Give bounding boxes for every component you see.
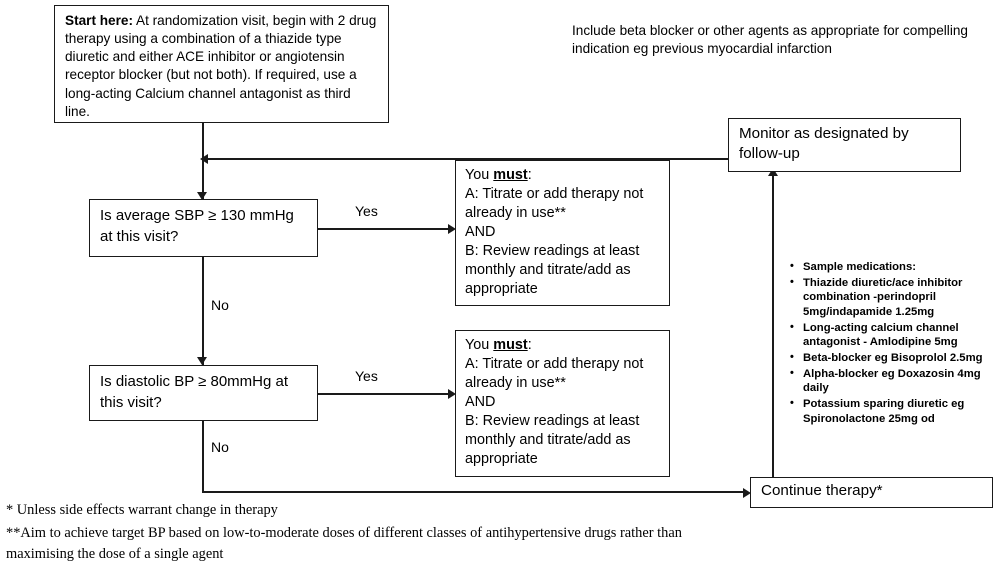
connector-decision2-no-vertical	[202, 421, 204, 493]
must1-heading-emphasis: must	[493, 167, 528, 183]
continue-box-text: Continue therapy*	[761, 482, 883, 499]
must2-heading: You must:	[465, 336, 662, 355]
must2-heading-suffix: :	[527, 337, 532, 353]
start-box-text: At randomization visit, begin with 2 dru…	[65, 13, 377, 119]
decision1-text: Is average SBP ≥ 130 mmHg at this visit?	[100, 207, 294, 246]
list-item: Potassium sparing diuretic eg Spironolac…	[790, 396, 992, 426]
footnotes: * Unless side effects warrant change in …	[6, 500, 736, 567]
connector-decision1-no	[202, 257, 204, 365]
must2-heading-prefix: You	[465, 337, 494, 353]
arrowhead-decision1-no	[197, 357, 207, 365]
must1-line-a: A: Titrate or add therapy not already in…	[465, 186, 644, 222]
arrowhead-no-to-continue	[743, 488, 751, 498]
monitor-box-text: Monitor as designated by follow-up	[739, 125, 909, 163]
footnote-double-star: **Aim to achieve target BP based on low-…	[6, 525, 682, 562]
connector-decision1-yes	[318, 228, 452, 230]
must1-heading-prefix: You	[465, 167, 494, 183]
decision-box-dbp: Is diastolic BP ≥ 80mmHg at this visit?	[89, 365, 318, 421]
sample-medications-list: Sample medications: Thiazide diuretic/ac…	[786, 259, 992, 427]
monitor-box: Monitor as designated by follow-up	[728, 118, 961, 172]
list-item: Alpha-blocker eg Doxazosin 4mg daily	[790, 366, 992, 396]
connector-continue-to-monitor	[772, 174, 774, 478]
connector-decision2-no-horizontal	[202, 491, 747, 493]
must1-heading: You must:	[465, 166, 662, 185]
list-item: Long-acting calcium channel antagonist -…	[790, 320, 992, 350]
top-note-text: Include beta blocker or other agents as …	[572, 23, 968, 57]
arrowhead-monitor-to-trunk	[200, 154, 208, 164]
edge-label-decision1-no: No	[208, 297, 232, 313]
arrowhead-start-to-decision1	[197, 192, 207, 200]
arrowhead-decision2-yes	[448, 389, 456, 399]
continue-therapy-box: Continue therapy*	[750, 477, 993, 508]
start-here-box: Start here: At randomization visit, begi…	[54, 5, 389, 123]
connector-monitor-to-trunk	[206, 158, 729, 160]
must2-line-a: A: Titrate or add therapy not already in…	[465, 356, 644, 392]
start-box-lead: Start here:	[65, 13, 133, 28]
medication-items: Sample medications: Thiazide diuretic/ac…	[786, 259, 992, 426]
decision-box-sbp: Is average SBP ≥ 130 mmHg at this visit?	[89, 199, 318, 257]
action-box-must-2: You must: A: Titrate or add therapy not …	[455, 330, 670, 477]
list-item: Thiazide diuretic/ace inhibitor combinat…	[790, 275, 992, 320]
list-item: Sample medications:	[790, 259, 992, 275]
must2-heading-emphasis: must	[493, 337, 528, 353]
decision2-text: Is diastolic BP ≥ 80mmHg at this visit?	[100, 373, 289, 412]
edge-label-decision2-no: No	[208, 439, 232, 455]
must1-heading-suffix: :	[527, 167, 532, 183]
must2-line-b: B: Review readings at least monthly and …	[465, 413, 640, 468]
list-item: Beta-blocker eg Bisoprolol 2.5mg	[790, 350, 992, 366]
action-box-must-1: You must: A: Titrate or add therapy not …	[455, 160, 670, 306]
footnote-single-star: * Unless side effects warrant change in …	[6, 502, 278, 518]
connector-decision2-yes	[318, 393, 452, 395]
edge-label-decision2-yes: Yes	[352, 368, 381, 384]
must1-line-and: AND	[465, 224, 496, 241]
arrowhead-continue-to-monitor	[768, 168, 778, 176]
must1-line-b: B: Review readings at least monthly and …	[465, 243, 640, 298]
must2-line-and: AND	[465, 394, 496, 411]
arrowhead-decision1-yes	[448, 224, 456, 234]
edge-label-decision1-yes: Yes	[352, 203, 381, 219]
